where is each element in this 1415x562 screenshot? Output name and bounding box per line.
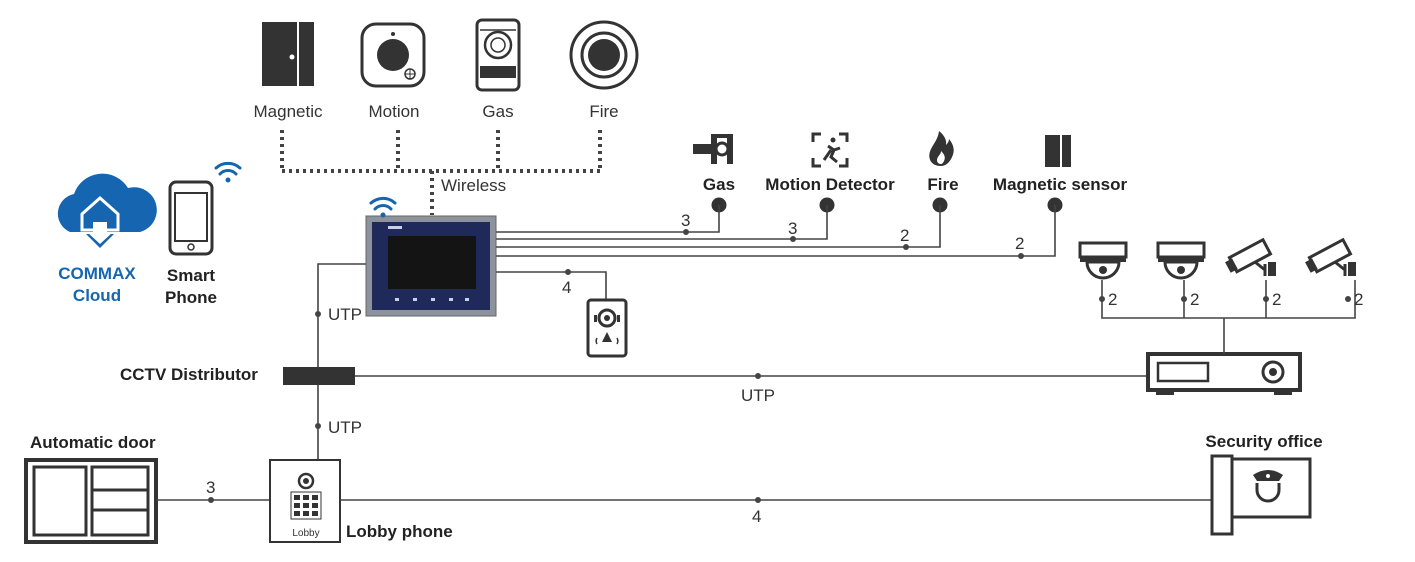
phone-label-line2: Phone [165, 288, 217, 307]
motion-sensor-icon [360, 22, 426, 88]
cam4-dot [1345, 296, 1351, 302]
magnetic-wire-count: 2 [1015, 234, 1024, 253]
cloud-icon [57, 173, 157, 248]
gas-wire-count: 3 [681, 211, 690, 230]
security-office-label: Security office [1205, 432, 1322, 451]
fire-icon [929, 131, 954, 166]
wireless-fire-label: Fire [589, 102, 618, 121]
gas-valve-icon [693, 134, 733, 164]
smartphone-icon [168, 180, 214, 256]
sensor-wires [496, 205, 1056, 257]
magnetic-sensor-small-icon [1045, 135, 1071, 167]
magnetic-wire-dot [1018, 253, 1024, 259]
utp-monitor-label: UTP [328, 305, 362, 324]
fire-sensor-icon [569, 20, 639, 90]
security-wire-count: 4 [752, 507, 761, 526]
magnetic-sensor-icon [262, 22, 314, 86]
wired-gas-label: Gas [703, 175, 735, 194]
gas-wire-dot [683, 229, 689, 235]
door-camera-wire [496, 271, 607, 300]
motion-wire-count: 3 [788, 219, 797, 238]
motion-detector-icon [811, 132, 849, 168]
wifi-icon [214, 161, 242, 183]
nvr-icon [1146, 352, 1302, 395]
wireless-links [280, 130, 602, 215]
fire-wire-count: 2 [900, 226, 909, 245]
cam3-dot [1263, 296, 1269, 302]
security-wire-dot [755, 497, 761, 503]
video-monitor-icon [365, 215, 497, 317]
motion-wire-dot [790, 236, 796, 242]
bullet-camera-icon [1305, 237, 1356, 276]
cam1-dot [1099, 296, 1105, 302]
gas-sensor-icon [475, 18, 521, 92]
nvr-utp-label: UTP [741, 386, 775, 405]
utp-dot-lower [315, 423, 321, 429]
utp-dot-upper [315, 311, 321, 317]
monitor-wifi-icon [369, 196, 397, 218]
automatic-door-label: Automatic door [30, 433, 156, 452]
cctv-distributor-icon [283, 367, 355, 385]
wireless-gas-label: Gas [482, 102, 513, 121]
dome-camera-icon [1156, 241, 1206, 280]
cam1-wire-count: 2 [1108, 290, 1117, 309]
wired-motion-label: Motion Detector [765, 175, 895, 194]
door-camera-wire-count: 4 [562, 278, 571, 297]
door-wire-dot [208, 497, 214, 503]
camera-bus [1101, 280, 1356, 354]
dome-camera-icon [1078, 241, 1128, 280]
door-camera-icon [586, 298, 628, 358]
wireless-magnetic-label: Magnetic [254, 102, 323, 121]
fire-wire-dot [903, 244, 909, 250]
cctv-distributor-label: CCTV Distributor [120, 365, 258, 384]
door-wire-count: 3 [206, 478, 215, 497]
door-camera-wire-dot [565, 269, 571, 275]
cloud-label-line2: Cloud [73, 286, 121, 305]
wired-fire-label: Fire [927, 175, 958, 194]
security-office-icon [1210, 454, 1312, 536]
lobby-phone-text: Lobby [292, 528, 319, 539]
cam2-dot [1181, 296, 1187, 302]
bullet-camera-icon [1225, 237, 1276, 276]
wireless-label: Wireless [441, 176, 506, 195]
wired-magnetic-label: Magnetic sensor [993, 175, 1128, 194]
wireless-motion-label: Motion [368, 102, 419, 121]
phone-label-line1: Smart [167, 266, 216, 285]
utp-lobby-label: UTP [328, 418, 362, 437]
nvr-utp-dot [755, 373, 761, 379]
cam4-wire-count: 2 [1354, 290, 1363, 309]
lobby-phone-icon [269, 459, 341, 543]
automatic-door-icon [24, 458, 158, 544]
lobby-phone-label: Lobby phone [346, 522, 453, 541]
cloud-label-line1: COMMAX [58, 264, 136, 283]
cam2-wire-count: 2 [1190, 290, 1199, 309]
utp-trunk-line [317, 263, 366, 460]
cam3-wire-count: 2 [1272, 290, 1281, 309]
